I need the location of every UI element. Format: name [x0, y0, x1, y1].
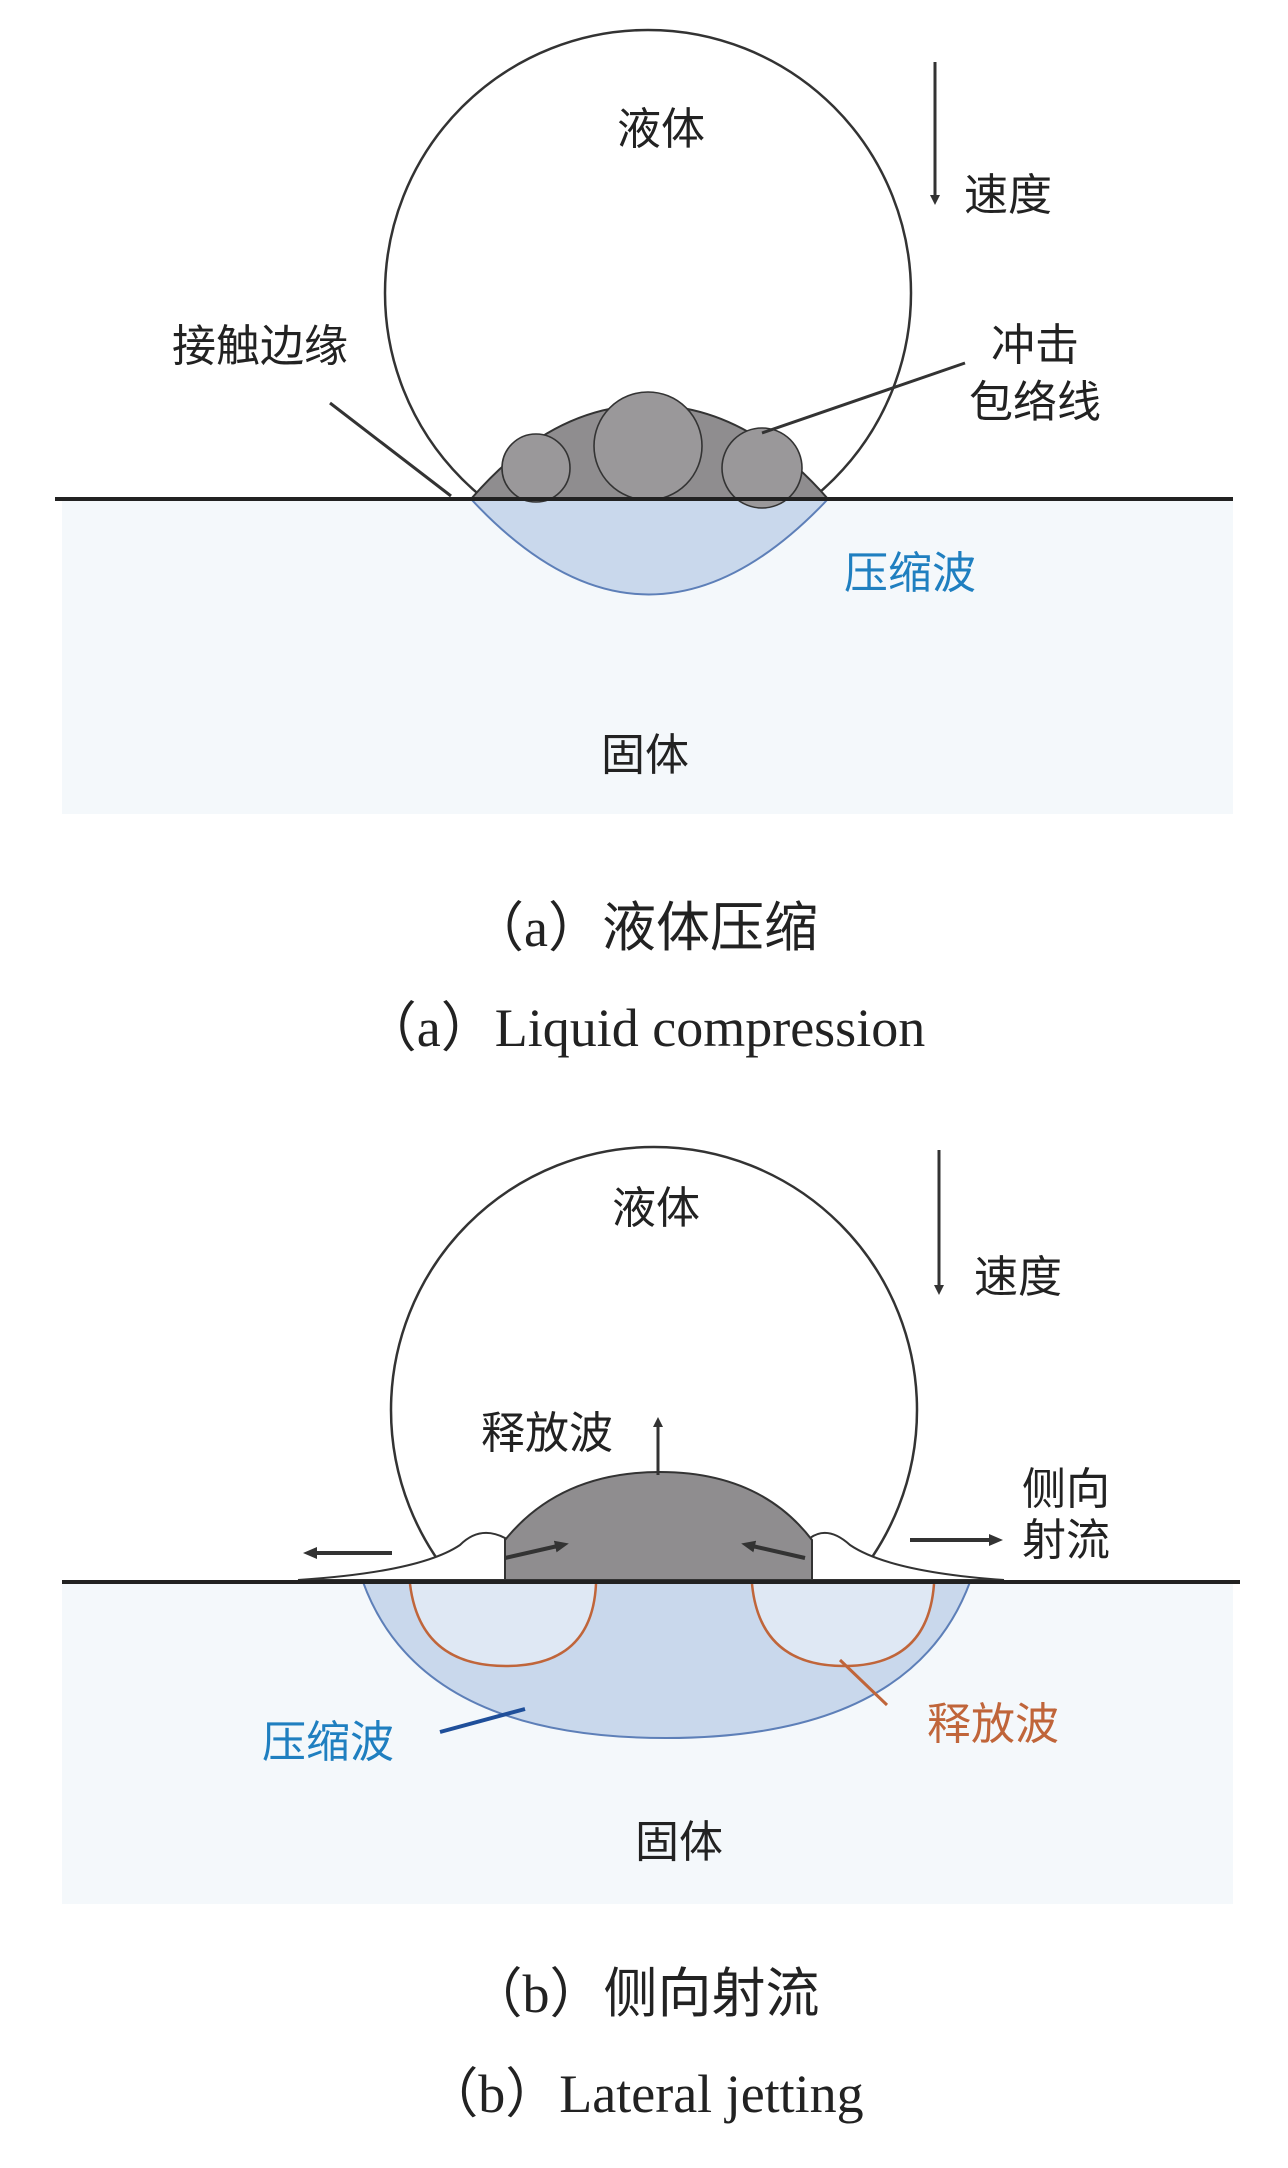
label-impact: 冲击: [991, 320, 1079, 371]
droplet-outline: [389, 1145, 919, 1582]
caption-a-en: （a）Liquid compression: [363, 998, 925, 1058]
label-jetting: 射流: [1022, 1515, 1110, 1566]
label-velocity: 速度: [964, 170, 1052, 221]
panel-b: 液体 速度 释放波 侧向 射流 压缩波 释放波 固体 （b）侧向射流 （b）La…: [62, 1145, 1240, 2124]
label-lateral: 侧向: [1022, 1464, 1110, 1515]
label-liquid: 液体: [612, 1183, 700, 1234]
caption-b-en: （b）Lateral jetting: [424, 2064, 863, 2124]
droplet-outline: [383, 28, 913, 499]
caption-b-cn: （b）侧向射流: [469, 1964, 820, 2024]
label-solid: 固体: [635, 1817, 723, 1868]
impact-dome: [504, 1470, 813, 1581]
panel-a: 液体 速度 接触边缘 冲击 包络线 压缩波 固体 （a）液体压缩 （a）Liqu…: [55, 28, 1233, 1058]
lateral-jet-left: [297, 1531, 506, 1581]
contact-edge-leader: [329, 401, 452, 498]
impact-envelope-leader: [761, 361, 966, 435]
label-velocity: 速度: [974, 1252, 1062, 1303]
compression-wave-leader: [439, 1707, 526, 1734]
label-release-wave-bottom: 释放波: [927, 1699, 1059, 1750]
label-contact-edge: 接触边缘: [172, 321, 348, 372]
label-solid: 固体: [601, 730, 689, 781]
label-release-wave-top: 释放波: [481, 1408, 613, 1459]
caption-a-cn: （a）液体压缩: [470, 898, 818, 958]
label-liquid: 液体: [617, 104, 705, 155]
inner-right-arrow: [741, 1540, 806, 1560]
label-compression-wave: 压缩波: [844, 548, 976, 599]
inner-left-arrow: [504, 1540, 569, 1560]
label-compression-wave: 压缩波: [262, 1717, 394, 1768]
compression-wave-lens: [468, 498, 831, 596]
envelope-circles: [501, 391, 803, 509]
release-wave-leader: [838, 1658, 889, 1707]
lateral-jet-right: [809, 1531, 1005, 1581]
label-envelope: 包络线: [969, 377, 1101, 428]
release-wave-arcs: [408, 1583, 936, 1668]
